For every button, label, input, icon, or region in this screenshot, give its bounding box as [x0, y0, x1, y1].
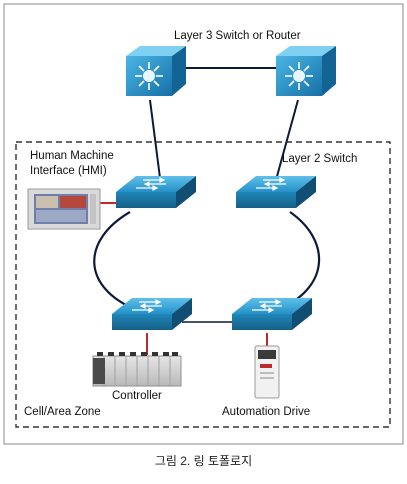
controller-label: Controller — [112, 390, 162, 402]
layer3-switch-label: Layer 3 Switch or Router — [174, 30, 301, 42]
ring-link-left — [93, 211, 133, 309]
controller-plc-icon — [92, 352, 182, 387]
hmi-label-line2: Interface (HMI) — [30, 165, 107, 177]
uplink-right — [275, 99, 299, 181]
layer2-switch-lower-left-icon — [112, 298, 192, 330]
cell-area-zone-label: Cell/Area Zone — [24, 406, 101, 418]
outer-frame — [3, 3, 404, 445]
automation-drive-icon — [254, 345, 280, 399]
layer2-switch-upper-right-icon — [236, 176, 316, 208]
automation-drive-label: Automation Drive — [222, 406, 311, 418]
figure-caption: 그림 2. 링 토폴로지 — [154, 454, 253, 468]
cell-area-zone-border — [15, 141, 391, 428]
layer3-router-right-icon — [276, 46, 336, 96]
uplink-left — [149, 99, 161, 179]
layer2-switch-upper-left-icon — [116, 176, 196, 208]
hmi-panel-icon — [27, 188, 101, 230]
layer3-router-left-icon — [126, 46, 186, 96]
ring-link-right — [281, 211, 321, 309]
layer2-switch-label: Layer 2 Switch — [282, 153, 358, 165]
layer2-switch-lower-right-icon — [232, 298, 312, 330]
hmi-label-line1: Human Machine — [30, 150, 114, 162]
